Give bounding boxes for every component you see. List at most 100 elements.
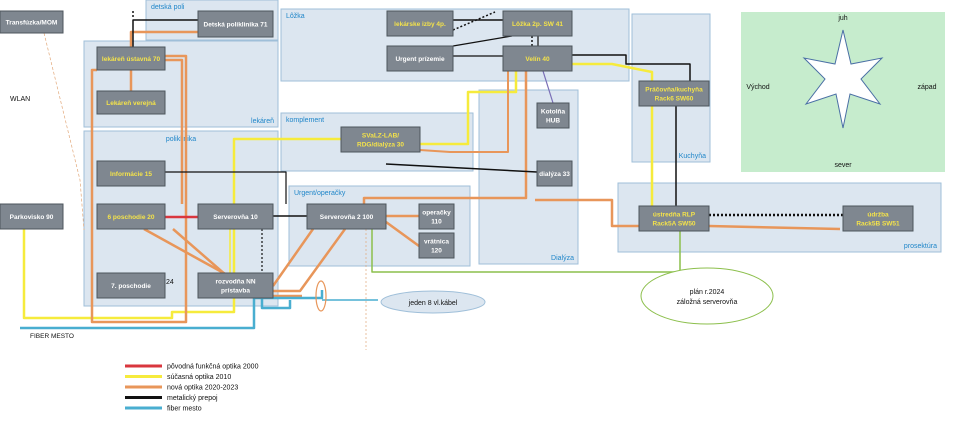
node-lekaren70[interactable]: lekáreň ústavná 70 xyxy=(96,46,166,71)
legend-text-orange: nová optika 2020-2023 xyxy=(167,385,238,392)
node-label-poschodie6-0: 6 poschodie 20 xyxy=(108,214,155,221)
node-label-svalz-0: SVaLZ-LAB/ xyxy=(362,133,399,140)
node-serverovna10[interactable]: Serverovňa 10 xyxy=(197,203,274,230)
node-label-informacie-0: Informácie 15 xyxy=(110,171,152,178)
node-box-lekaren70 xyxy=(96,46,166,71)
node-label-transfuzka-0: Transfúzka/MOM xyxy=(6,20,58,27)
zone-label-urgent: Urgent/operačky xyxy=(294,190,346,197)
node-poschodie6[interactable]: 6 poschodie 20 xyxy=(96,203,166,230)
node-serverovna2[interactable]: Serverovňa 2 100 xyxy=(306,203,387,230)
node-label-urgentprizemie-0: Urgent prízemie xyxy=(395,56,445,63)
node-box-poschodie6 xyxy=(96,203,166,230)
link-orange-13 xyxy=(385,220,420,248)
link-blue-35 xyxy=(260,298,292,310)
node-svalz[interactable]: SVaLZ-LAB/RDG/dialýza 30 xyxy=(340,126,421,153)
node-label-rozvodna-1: prístavba xyxy=(221,288,250,295)
zone-label-kuchyna: Kuchyňa xyxy=(679,153,706,160)
zone-label-lekaren: lekáreň xyxy=(251,118,274,125)
node-informacie[interactable]: Informácie 15 xyxy=(96,160,166,187)
node-box-ustredna xyxy=(638,205,710,232)
node-label-parkovisko-0: Parkovisko 90 xyxy=(10,214,54,221)
node-label-ustredna-0: ústredňa RLP xyxy=(653,212,696,219)
node-label-serverovna10-0: Serverovňa 10 xyxy=(213,214,258,221)
node-box-informacie xyxy=(96,160,166,187)
link-yellow-1 xyxy=(420,71,518,146)
link-dash-39 xyxy=(43,32,85,231)
link-orange-6 xyxy=(90,54,188,324)
node-detska71[interactable]: Detská poliklinika 71 xyxy=(197,10,274,38)
node-label-lekarenverejna-0: Lekáreň verejná xyxy=(106,100,156,107)
link-green-37 xyxy=(371,229,681,273)
zone-label-komplement: komplement xyxy=(286,117,324,124)
link-orange-14 xyxy=(362,71,528,204)
link-yellow-2 xyxy=(572,62,654,206)
link-orange-11 xyxy=(262,228,347,293)
node-urgentprizemie[interactable]: Urgent prízemie xyxy=(386,45,454,72)
node-lekarenverejna[interactable]: Lekáreň verejná xyxy=(96,90,166,115)
node-label-rozvodna-0: rozvodňa NN xyxy=(215,279,255,286)
node-box-operacky xyxy=(418,203,455,230)
node-box-dialyza33 xyxy=(536,160,573,187)
node-label-detska71-0: Detská poliklinika 71 xyxy=(204,22,268,29)
node-label-vratnica-0: vrátnica xyxy=(424,239,449,246)
link-black-19 xyxy=(165,171,287,204)
node-dialyza33[interactable]: dialýza 33 xyxy=(536,160,573,187)
legend-text-blue: fiber mesto xyxy=(167,406,202,413)
node-box-lekarskeizby xyxy=(386,10,454,37)
node-box-parkovisko xyxy=(0,203,64,230)
link-black-18 xyxy=(132,19,198,47)
node-label-serverovna2-0: Serverovňa 2 100 xyxy=(320,214,374,221)
link-black-25 xyxy=(385,163,538,173)
compass-south-label: sever xyxy=(834,162,852,169)
node-box-serverovna2 xyxy=(306,203,387,230)
node-lozka41[interactable]: Lôžka 2p. SW 41 xyxy=(502,10,573,37)
node-label-udrzba-1: Rack5B SW51 xyxy=(856,221,900,228)
node-ustredna[interactable]: ústredňa RLP Rack5A SW50 xyxy=(638,205,710,232)
node-poschodie7[interactable]: 7. poschodie xyxy=(96,272,166,299)
cable-bundle-marker xyxy=(315,280,327,312)
node-label-lekaren70-0: lekáreň ústavná 70 xyxy=(102,56,161,63)
node-box-poschodie7 xyxy=(96,272,166,299)
node-label-operacky-1: 110 xyxy=(431,219,442,226)
node-velin40[interactable]: Velín 40 xyxy=(502,45,573,72)
node-box-urgentprizemie xyxy=(386,45,454,72)
node-label-udrzba-0: údržba xyxy=(867,212,889,219)
node-parkovisko[interactable]: Parkovisko 90 xyxy=(0,203,64,230)
node-box-kotolna xyxy=(536,102,570,129)
node-box-pracovna xyxy=(638,80,710,107)
node-box-udrzba xyxy=(842,205,914,232)
node-box-serverovna10 xyxy=(197,203,274,230)
zone-label-dialyza: Dialýza xyxy=(551,255,574,262)
node-rozvodna[interactable]: rozvodňa NN prístavba xyxy=(197,272,274,299)
node-box-vratnica xyxy=(418,232,455,259)
node-box-velin40 xyxy=(502,45,573,72)
node-label-operacky-0: operačky xyxy=(422,210,451,217)
nodes-layer: Transfúzka/MOM Detská poliklinika 71 lekár… xyxy=(0,10,914,299)
node-operacky[interactable]: operačky 110 xyxy=(418,203,455,230)
cable-note-bubble xyxy=(380,290,486,314)
node-label-ustredna-1: Rack5A SW50 xyxy=(652,221,695,228)
node-transfuzka[interactable]: Transfúzka/MOM xyxy=(0,10,64,34)
plan-text-line2: záložná serverovňa xyxy=(677,299,738,306)
link-orange-16 xyxy=(535,198,640,228)
link-orange-7 xyxy=(165,58,184,204)
zone-label-prosektura: prosektúra xyxy=(904,243,937,250)
plan-bubble xyxy=(640,267,774,325)
cable-note-text: jeden 8 vl.kábel xyxy=(408,300,458,307)
node-box-transfuzka xyxy=(0,10,64,34)
free-labels-layer: WLAN FIBER MESTO 24 jeden 8 vl.kábel plá… xyxy=(10,96,774,340)
link-yellow-0 xyxy=(22,137,341,320)
node-lekarskeizby[interactable]: lekárske izby 4p. xyxy=(386,10,454,37)
node-label-poschodie7-0: 7. poschodie xyxy=(111,283,151,290)
link-orange-15 xyxy=(708,224,841,231)
compass-north-label: juh xyxy=(837,15,847,22)
legend-text-yellow: súčasná optika 2010 xyxy=(167,374,231,381)
node-box-lekarenverejna xyxy=(96,90,166,115)
compass-east-label: západ xyxy=(917,84,936,91)
